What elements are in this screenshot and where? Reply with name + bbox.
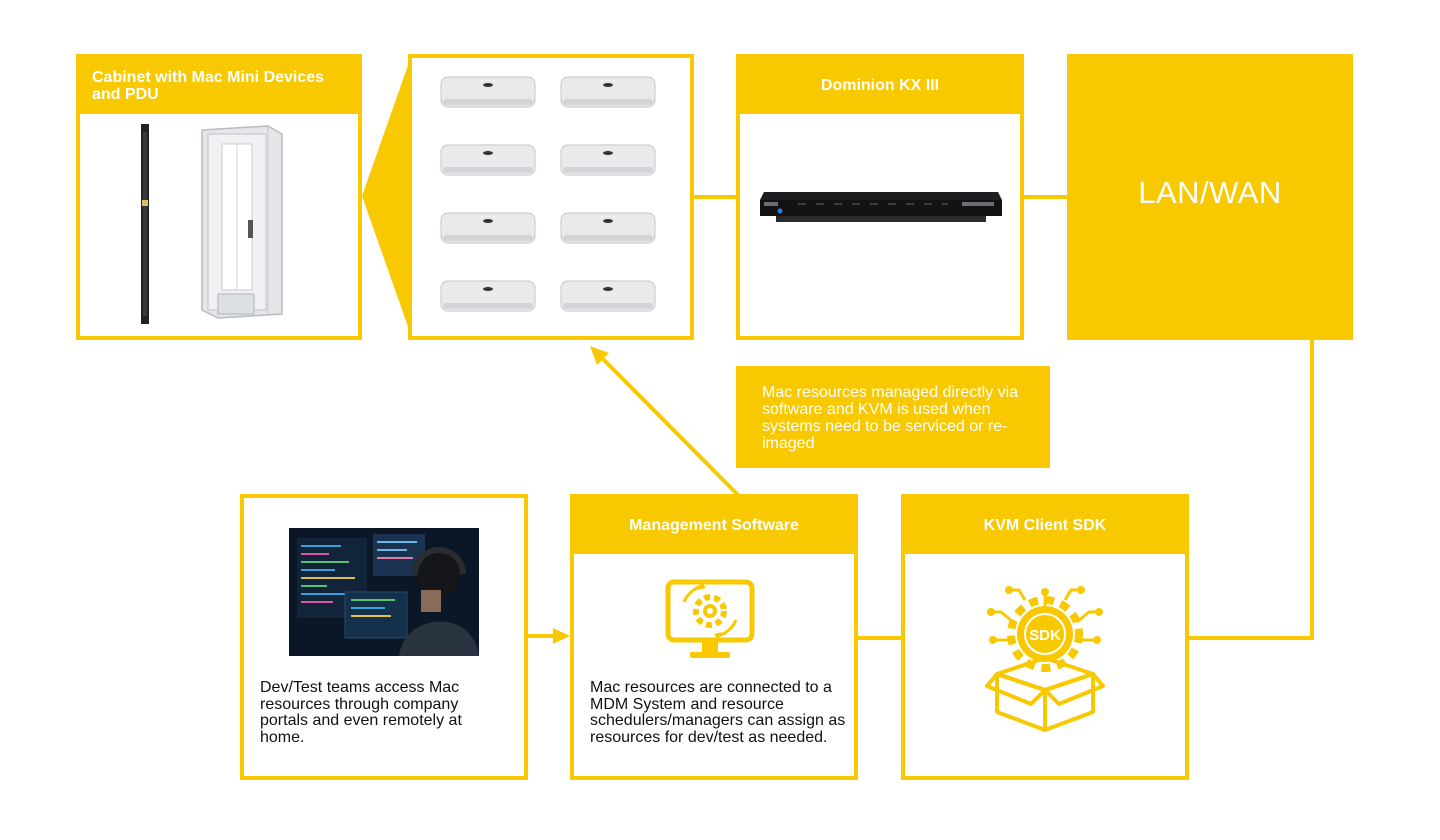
kvm-sdk-title: KVM Client SDK	[905, 498, 1185, 554]
management-panel: Management Software Mac resources are co…	[570, 494, 858, 780]
pdu-strip-image	[141, 124, 149, 324]
monitor-gear-icon	[665, 579, 755, 658]
lan-wan-label: LAN/WAN	[1138, 175, 1282, 210]
mac-mini-image	[440, 280, 536, 312]
mgmt-to-minis-arrowhead	[590, 346, 609, 365]
mac-mini-image	[440, 212, 536, 244]
mac-mini-image	[560, 144, 656, 176]
mgmt-to-minis-arrow-line	[599, 355, 742, 499]
cabinet-title: Cabinet with Mac Mini Devices and PDU	[80, 58, 358, 114]
connector-lan-to-sdk	[1188, 636, 1314, 640]
mac-mini-image	[440, 144, 536, 176]
kvm-switch-image	[760, 192, 1002, 222]
connector-lan-down	[1310, 338, 1314, 640]
management-text: Mac resources are connected to a MDM Sys…	[590, 679, 846, 746]
devtest-text: Dev/Test teams access Mac resources thro…	[260, 679, 462, 746]
developer-photo	[289, 528, 479, 656]
connector-minis-to-kx	[692, 195, 738, 199]
sdk-icon: SDK	[985, 586, 1105, 732]
sdk-icon-label: SDK	[1029, 627, 1061, 644]
dominion-kx-panel: Dominion KX III	[736, 54, 1024, 340]
mac-mini-image	[560, 280, 656, 312]
mac-mini-panel	[408, 54, 694, 340]
dominion-title: Dominion KX III	[740, 58, 1020, 114]
mac-mini-image	[560, 212, 656, 244]
mac-mini-image	[560, 76, 656, 108]
connector-kx-to-lan	[1022, 195, 1068, 199]
lan-wan-box: LAN/WAN	[1067, 54, 1353, 340]
devtest-panel: Dev/Test teams access Mac resources thro…	[240, 494, 528, 780]
note-text: Mac resources managed directly via softw…	[762, 384, 1019, 452]
cabinet-to-minis-funnel	[362, 54, 412, 338]
mac-mini-image	[440, 76, 536, 108]
note-box: Mac resources managed directly via softw…	[736, 366, 1050, 468]
kvm-sdk-panel: KVM Client SDK SDK	[901, 494, 1189, 780]
management-title: Management Software	[574, 498, 854, 554]
server-rack-image	[201, 125, 283, 319]
devtest-to-mgmt-arrowhead	[553, 628, 570, 644]
connector-mgmt-to-sdk	[857, 636, 903, 640]
cabinet-panel: Cabinet with Mac Mini Devices and PDU	[76, 54, 362, 340]
